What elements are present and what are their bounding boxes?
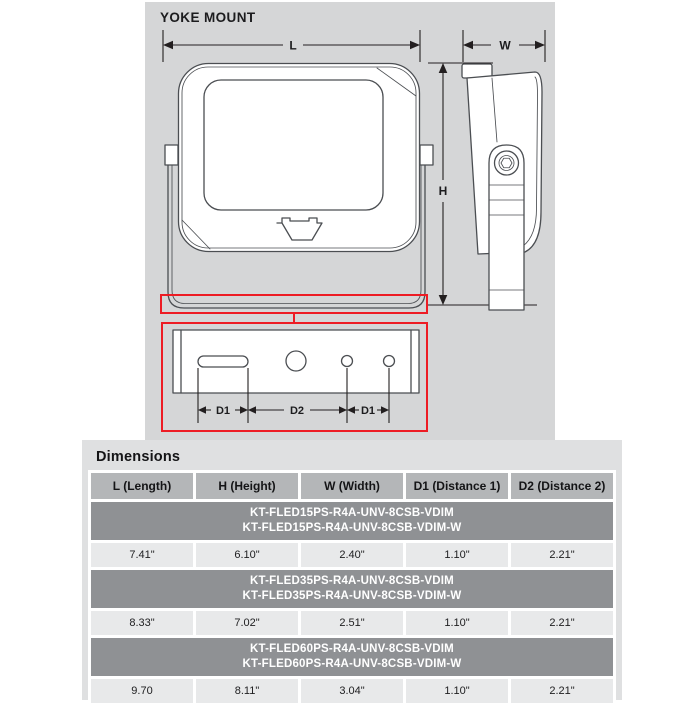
dimension-d2: D2 <box>248 405 347 417</box>
value-row-fled35: 8.33" 7.02" 2.51" 1.10" 2.21" <box>91 610 613 635</box>
model-code: KT-FLED35PS-R4A-UNV-8CSB-VDIM <box>250 574 454 587</box>
value-cell: 1.10" <box>406 542 508 567</box>
model-code: KT-FLED60PS-R4A-UNV-8CSB-VDIM <box>250 642 454 655</box>
header-w-width: W (Width) <box>301 473 403 499</box>
mounting-hole-small-2 <box>382 354 396 368</box>
side-view <box>461 63 543 311</box>
dimension-height: H <box>428 62 537 306</box>
dimension-label-d1-left: D1 <box>216 405 230 417</box>
model-code: KT-FLED35PS-R4A-UNV-8CSB-VDIM-W <box>242 589 462 602</box>
dimensions-table: L (Length) H (Height) W (Width) D1 (Dist… <box>88 470 616 706</box>
value-cell: 2.51" <box>301 610 403 635</box>
mount-clip <box>276 217 323 241</box>
detail-callout-box <box>161 322 428 432</box>
model-row-fled60: KT-FLED60PS-R4A-UNV-8CSB-VDIM KT-FLED60P… <box>91 637 613 676</box>
corner-accent-top-right <box>376 67 417 97</box>
dimension-label-l: L <box>289 39 296 53</box>
yoke-arm <box>488 144 525 311</box>
value-row-fled15: 7.41" 6.10" 2.40" 1.10" 2.21" <box>91 542 613 567</box>
dimension-label-w: W <box>499 39 511 53</box>
dimension-label-d1-right: D1 <box>361 405 375 417</box>
model-cell-fled35: KT-FLED35PS-R4A-UNV-8CSB-VDIM KT-FLED35P… <box>91 569 613 608</box>
value-cell: 2.21" <box>511 610 613 635</box>
pivot-bolt-circle <box>498 155 515 171</box>
front-view <box>164 62 434 309</box>
value-cell: 2.40" <box>301 542 403 567</box>
model-cell-fled15: KT-FLED15PS-R4A-UNV-8CSB-VDIM KT-FLED15P… <box>91 502 613 540</box>
pivot-boss-circle <box>493 150 520 176</box>
header-h-height: H (Height) <box>196 473 298 499</box>
model-code: KT-FLED15PS-R4A-UNV-8CSB-VDIM-W <box>242 521 462 534</box>
model-cell-fled60: KT-FLED60PS-R4A-UNV-8CSB-VDIM KT-FLED60P… <box>91 637 613 676</box>
mounting-slot <box>197 355 249 368</box>
value-row-fled60: 9.70 8.11" 3.04" 1.10" 2.21" <box>91 678 613 703</box>
pivot-tab-right <box>419 144 434 166</box>
value-cell: 2.21" <box>511 678 613 703</box>
value-cell: 8.33" <box>91 610 193 635</box>
model-row-fled35: KT-FLED35PS-R4A-UNV-8CSB-VDIM KT-FLED35P… <box>91 569 613 608</box>
value-cell: 2.21" <box>511 542 613 567</box>
table-header-row: L (Length) H (Height) W (Width) D1 (Dist… <box>91 473 613 499</box>
header-d1-distance-1: D1 (Distance 1) <box>406 473 508 499</box>
value-cell: 1.10" <box>406 610 508 635</box>
detail-view: D1 D2 D1 <box>161 322 428 432</box>
mounting-hole-large <box>285 350 307 372</box>
value-cell: 6.10" <box>196 542 298 567</box>
housing-crease-line <box>491 77 498 143</box>
side-body-inner-line <box>522 76 538 247</box>
technical-drawing: L W H <box>160 30 546 432</box>
value-cell: 3.04" <box>301 678 403 703</box>
dimension-label-d2: D2 <box>290 405 304 417</box>
dimension-d1-left: D1 <box>198 405 248 417</box>
dimension-label-h: H <box>439 184 448 198</box>
model-code: KT-FLED15PS-R4A-UNV-8CSB-VDIM <box>250 507 454 519</box>
corner-accent-bottom-left <box>181 219 211 250</box>
dimension-d1-right: D1 <box>347 405 389 417</box>
value-cell: 7.02" <box>196 610 298 635</box>
model-code: KT-FLED60PS-R4A-UNV-8CSB-VDIM-W <box>242 657 462 670</box>
lens-outline <box>203 79 384 211</box>
dimensions-panel: Dimensions L (Length) H (Height) W (Widt… <box>82 440 622 706</box>
pivot-tab-left <box>164 144 179 166</box>
highlight-box-yoke-base <box>160 294 428 314</box>
header-l-length: L (Length) <box>91 473 193 499</box>
value-cell: 7.41" <box>91 542 193 567</box>
dimension-width: W <box>462 30 546 62</box>
mounting-hole-small-1 <box>340 354 354 368</box>
diagram-title: YOKE MOUNT <box>160 10 256 25</box>
dimension-length: L <box>162 30 421 62</box>
yoke-mount-diagram-panel: YOKE MOUNT L W <box>145 2 555 440</box>
detail-extension-lines <box>197 368 390 423</box>
value-cell: 8.11" <box>196 678 298 703</box>
value-cell: 1.10" <box>406 678 508 703</box>
value-cell: 9.70 <box>91 678 193 703</box>
pivot-bolt-hexagon <box>500 157 513 169</box>
header-d2-distance-2: D2 (Distance 2) <box>511 473 613 499</box>
model-row-fled15: KT-FLED15PS-R4A-UNV-8CSB-VDIM KT-FLED15P… <box>91 502 613 540</box>
dimensions-section-title: Dimensions <box>96 449 181 465</box>
fixture-body-inner-line <box>181 66 417 249</box>
